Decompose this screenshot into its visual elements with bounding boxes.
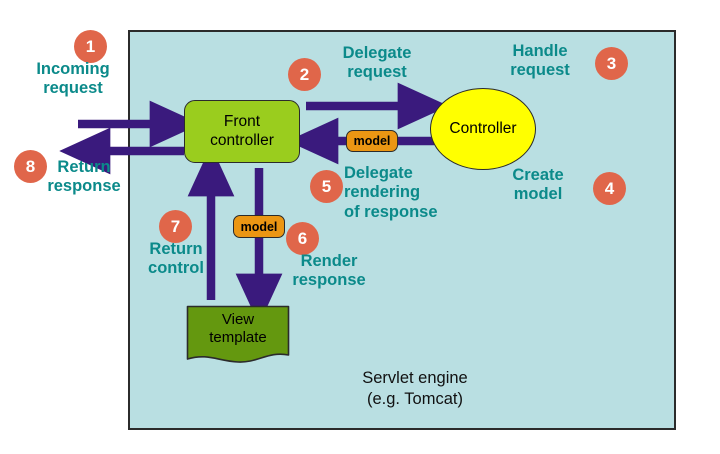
controller-label: Controller <box>449 120 517 137</box>
step-number: 5 <box>321 177 332 196</box>
step-label-incoming-request: Incoming request <box>36 60 110 98</box>
step-number: 1 <box>85 37 96 56</box>
step-label-render-response: Render response <box>292 252 366 290</box>
step-badge-3: 3 <box>595 47 628 80</box>
step-badge-7: 7 <box>159 210 192 243</box>
node-front-controller[interactable]: Front controller <box>184 100 300 163</box>
step-badge-5: 5 <box>310 170 343 203</box>
model-pill-label: model <box>353 134 391 148</box>
step-badge-6: 6 <box>286 222 319 255</box>
step-badge-4: 4 <box>593 172 626 205</box>
step-label-return-response: Return response <box>47 158 121 196</box>
node-view-template[interactable]: View template <box>186 305 290 367</box>
step-label-delegate-rendering: Delegate rendering of response <box>344 164 438 221</box>
step-label-create-model: Create model <box>512 166 564 204</box>
step-badge-2: 2 <box>288 58 321 91</box>
step-number: 6 <box>297 229 308 248</box>
step-badge-1: 1 <box>74 30 107 63</box>
step-number: 2 <box>299 65 310 84</box>
front-controller-label: Front controller <box>210 112 274 149</box>
step-number: 8 <box>25 157 36 176</box>
node-controller[interactable]: Controller <box>430 88 536 170</box>
servlet-engine-caption: Servlet engine (e.g. Tomcat) <box>362 369 468 408</box>
step-label-handle-request: Handle request <box>510 42 570 80</box>
view-template-shape <box>186 305 290 363</box>
step-label-return-control: Return control <box>148 240 204 278</box>
step-badge-8: 8 <box>14 150 47 183</box>
step-number: 7 <box>170 217 181 236</box>
model-pill-label: model <box>240 219 278 234</box>
model-pill-front-to-view[interactable]: model <box>233 215 285 238</box>
step-number: 4 <box>604 179 615 198</box>
view-template-label: View template <box>209 311 267 347</box>
model-pill-controller-to-front[interactable]: model <box>346 130 398 152</box>
step-label-delegate-request: Delegate request <box>342 44 412 82</box>
step-number: 3 <box>606 54 617 73</box>
